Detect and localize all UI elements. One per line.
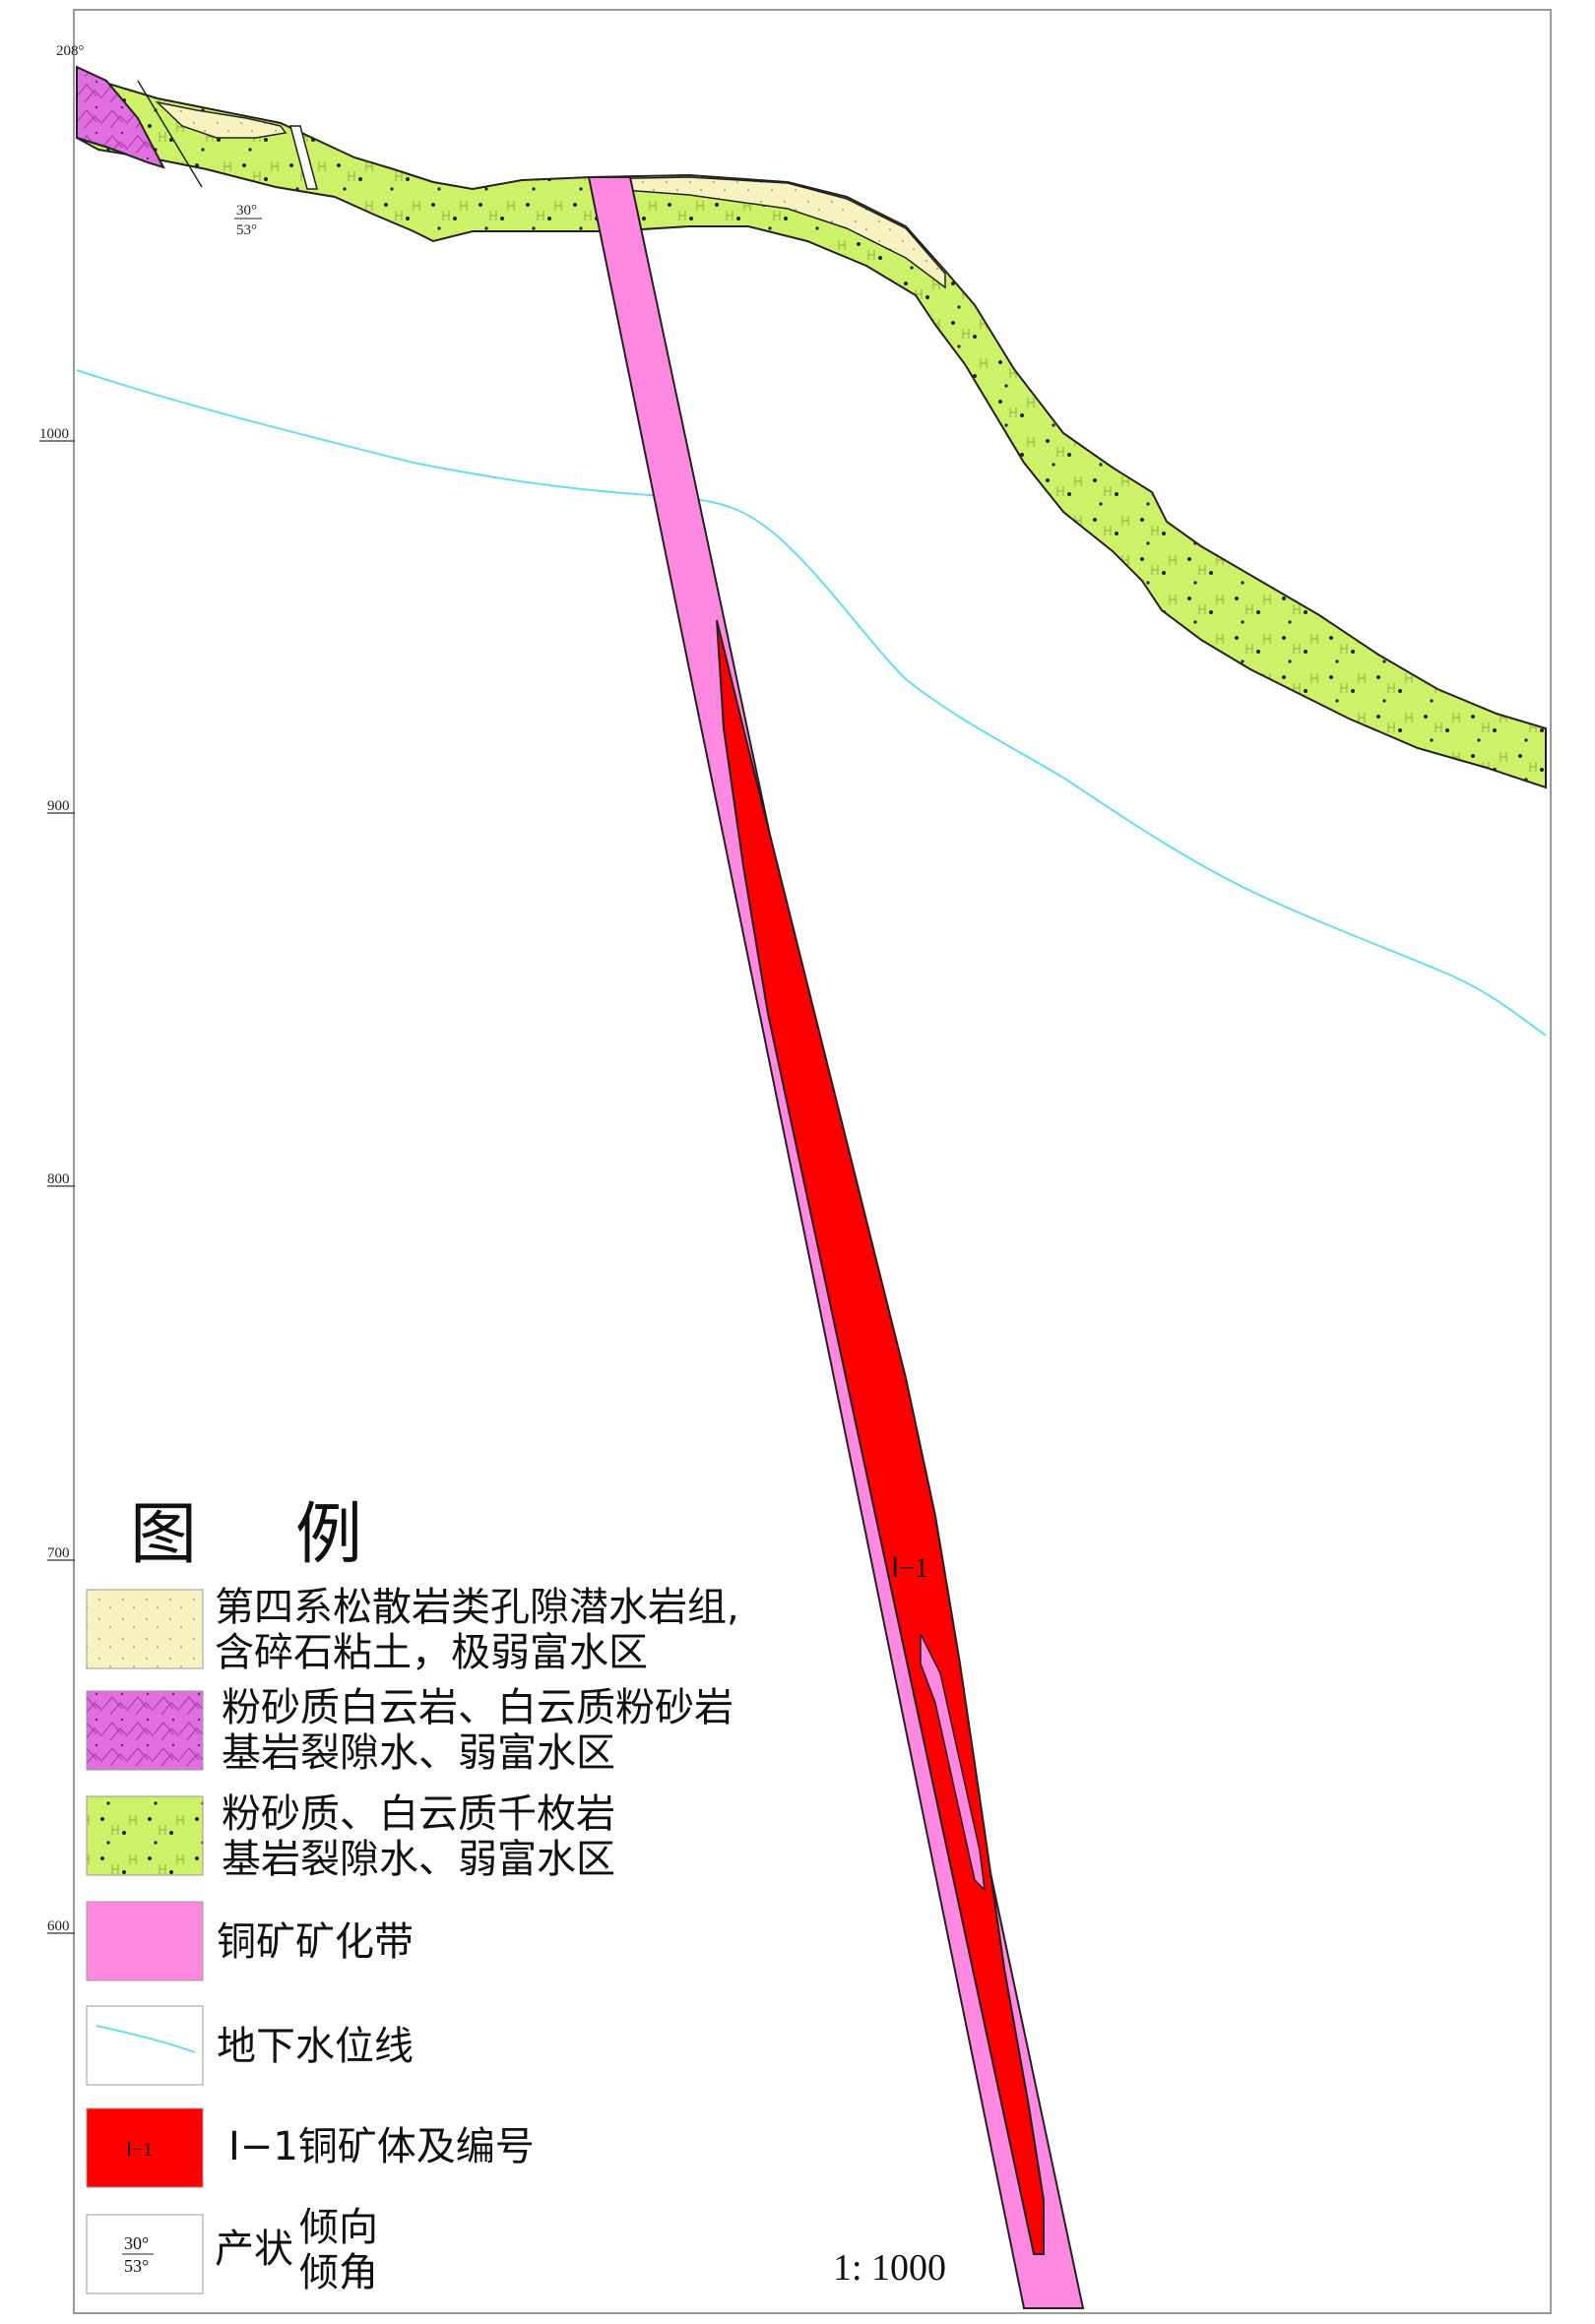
scale-label: 1: 1000 [833, 2247, 947, 2289]
quaternary-lens-left [155, 100, 287, 139]
svg-text:53°: 53° [236, 222, 257, 238]
legend-swatch-water-table [86, 2005, 204, 2086]
legend-swatch-ore-body [86, 2107, 204, 2188]
elevation-label-1000: 1000 [39, 426, 69, 442]
map-frame [73, 9, 1552, 2314]
legend-swatch-phyllite [86, 1795, 204, 1876]
legend-label-mineralized-zone: 铜矿矿化带 [217, 1919, 414, 1965]
fault-gap [289, 125, 318, 190]
legend-swatch-attitude [86, 2214, 204, 2294]
legend-label-water-table: 地下水位线 [217, 2024, 414, 2069]
legend-ore-body-swatch-label: Ⅰ−1 [126, 2139, 153, 2161]
legend-swatch-dolomite [86, 1690, 204, 1771]
elevation-label-900: 900 [47, 798, 70, 814]
legend-label-attitude-terms: 倾向 倾角 [299, 2205, 378, 2295]
dolomite-layer [76, 65, 165, 169]
legend-label-ore-body: Ⅰ−1铜矿体及编号 [228, 2124, 535, 2169]
svg-text:30°: 30° [236, 203, 257, 219]
ore-body [716, 619, 1045, 2255]
legend-label-attitude: 产状 [215, 2227, 293, 2272]
legend-label-phyllite: 粉砂质、白云质千枚岩 基岩裂隙水、弱富水区 [222, 1791, 615, 1882]
legend-label-quaternary: 第四系松散岩类孔隙潜水岩组, 含碎石粘土，极弱富水区 [215, 1585, 739, 1675]
quaternary-lens-right [590, 176, 946, 289]
attitude-annotation: 30° 53° [234, 203, 262, 238]
legend-swatch-mineralized-zone [86, 1901, 204, 1981]
fault-line [137, 80, 203, 188]
ore-body-label: Ⅰ−1 [891, 1553, 928, 1584]
ore-body-inner-lens [920, 1633, 987, 1893]
phyllite-layer [76, 67, 1547, 789]
legend-attitude-dip-angle: 53° [124, 2256, 149, 2276]
legend-swatches: Ⅰ−1 30° 53° [86, 1589, 204, 2294]
legend-title: 图例 [130, 1496, 363, 1574]
elevation-axis: 1000 900 800 700 600 [39, 426, 75, 1934]
elevation-label-700: 700 [47, 1545, 70, 1561]
legend-attitude-dip-direction: 30° [124, 2233, 149, 2253]
top-azimuth-label: 208° [56, 43, 85, 59]
elevation-label-800: 800 [47, 1171, 70, 1187]
legend-swatch-quaternary [86, 1589, 204, 1669]
water-table-line [76, 369, 1547, 1036]
legend-label-dolomite: 粉砂质白云岩、白云质粉砂岩 基岩裂隙水、弱富水区 [222, 1685, 734, 1776]
legend-water-line-sample [96, 2025, 196, 2053]
elevation-label-600: 600 [47, 1918, 70, 1934]
